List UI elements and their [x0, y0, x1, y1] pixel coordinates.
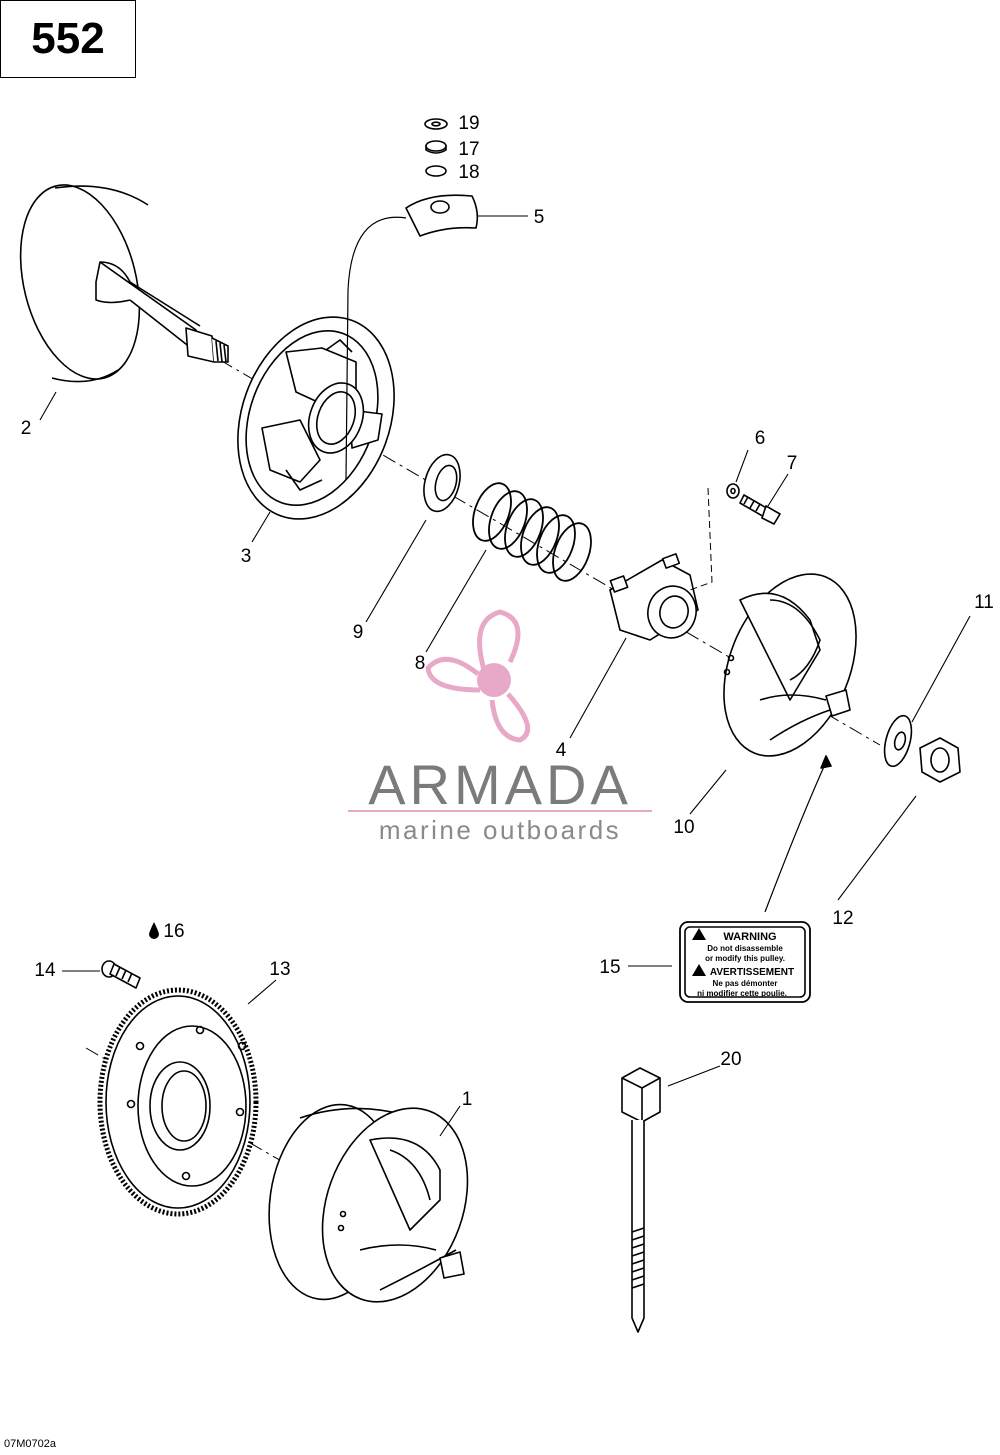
part-15-warning-label: WARNING Do not disassemble or modify thi… — [679, 921, 811, 1003]
callout-9: 9 — [353, 622, 364, 643]
part-17-cap — [425, 140, 447, 154]
callout-7: 7 — [787, 453, 798, 474]
part-18-cap — [425, 165, 447, 177]
part-4-hub — [609, 553, 699, 641]
watermark-divider — [348, 810, 652, 812]
callout-19: 19 — [458, 113, 479, 134]
callout-16: 16 — [163, 921, 184, 942]
oil-drop-icon — [149, 922, 159, 939]
callout-10: 10 — [673, 817, 694, 838]
callout-6: 6 — [755, 428, 766, 449]
page-number: 552 — [31, 14, 105, 63]
callout-17: 17 — [458, 139, 479, 160]
callout-20: 20 — [720, 1049, 741, 1070]
callout-11: 11 — [974, 592, 994, 613]
callout-3: 3 — [241, 546, 252, 567]
part-20-puller-bolt — [621, 1067, 661, 1333]
warning-triangle-icon-fr — [692, 964, 706, 976]
callout-8: 8 — [415, 653, 426, 674]
label-arrow-line — [764, 761, 827, 913]
part-9-retaining-washer — [423, 453, 461, 513]
part-5-cam-slider — [345, 194, 479, 481]
part-8-spring — [472, 482, 592, 582]
part-19-washer — [424, 118, 448, 130]
callout-5: 5 — [534, 207, 545, 228]
callout-14: 14 — [34, 960, 56, 981]
callout-18: 18 — [458, 162, 479, 183]
guide-line-screw — [689, 487, 713, 591]
callout-1: 1 — [462, 1089, 473, 1110]
part-2-fixed-sheave — [19, 184, 229, 383]
callout-12: 12 — [832, 908, 853, 929]
part-3-movable-sheave — [237, 316, 395, 520]
callout-15: 15 — [599, 957, 620, 978]
warning-label-line-6: ni modifier cette poulie. — [697, 989, 787, 998]
warning-triangle-icon — [692, 928, 706, 940]
label-arrow-head — [820, 755, 832, 769]
watermark-brand: ARMADA — [368, 753, 632, 816]
leader-lines — [39, 215, 971, 1137]
figure-code: 07M0702a — [4, 1438, 56, 1450]
callout-numbers: 2 3 5 19 17 18 6 7 9 8 4 10 11 12 15 16 … — [21, 113, 994, 1110]
callout-2: 2 — [21, 418, 32, 439]
part-13-ring-gear — [97, 987, 259, 1217]
page-number-box: 552 — [0, 0, 136, 78]
part-14-screw — [101, 960, 141, 989]
watermark-tagline: marine outboards — [378, 815, 622, 845]
callout-4: 4 — [556, 740, 567, 761]
warning-label-line-5: Ne pas démonter — [713, 979, 778, 988]
part-11-washer — [883, 714, 913, 768]
armada-propeller-logo — [425, 609, 531, 743]
warning-label-line-2: Do not disassemble — [707, 944, 783, 953]
part-7-screw — [739, 494, 781, 525]
part-12-nut — [919, 737, 961, 783]
part-6-washer — [726, 483, 740, 499]
part-10-cover — [723, 573, 857, 757]
part-1-pulley-assembly — [268, 1103, 469, 1303]
warning-label-line-1: WARNING — [723, 931, 776, 943]
warning-label-line-3: or modify this pulley. — [705, 954, 785, 963]
warning-label-line-4: AVERTISSEMENT — [710, 967, 794, 978]
callout-13: 13 — [269, 959, 290, 980]
